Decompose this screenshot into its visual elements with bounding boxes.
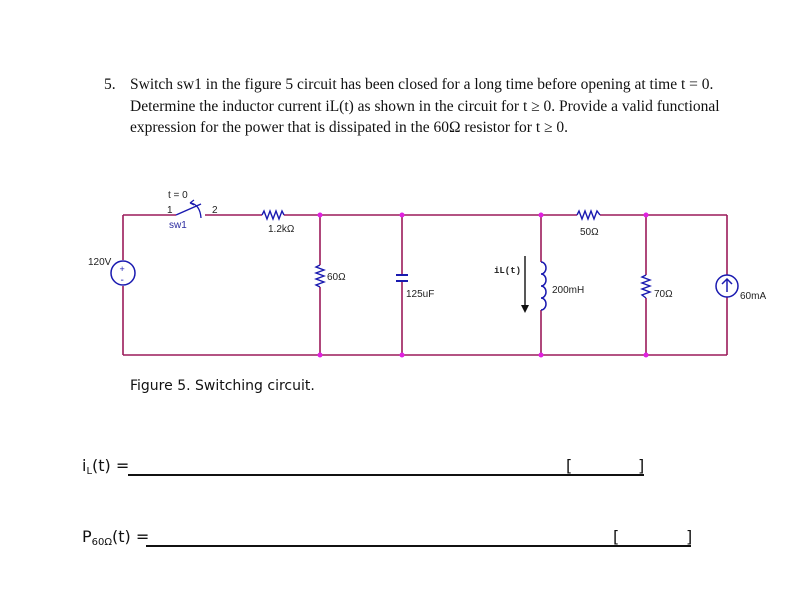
svg-text:t = 0: t = 0 [168, 190, 188, 201]
svg-text:2: 2 [212, 205, 218, 216]
inductor-200mh: 200mH [540, 261, 584, 311]
wires [122, 214, 728, 356]
svg-text:125uF: 125uF [406, 289, 434, 300]
svg-text:50Ω: 50Ω [580, 227, 599, 238]
problem-number: 5. [104, 76, 116, 93]
voltage-source-label: 120V [88, 257, 112, 268]
svg-text:-: - [121, 275, 124, 286]
resistor-60: 60Ω [314, 264, 346, 288]
switch-sw1: t = 0 1 2 sw1 [167, 190, 218, 231]
svg-text:+: + [120, 264, 125, 274]
svg-text:sw1: sw1 [169, 220, 187, 231]
svg-text:1.2kΩ: 1.2kΩ [268, 224, 295, 235]
answer-il-label: iL(t) = [82, 456, 130, 477]
svg-text:1: 1 [167, 205, 173, 216]
svg-text:200mH: 200mH [552, 285, 584, 296]
figure-caption: Figure 5. Switching circuit. [130, 378, 315, 394]
answer-p60-label: P60Ω(t) = [82, 527, 150, 548]
node-dots [317, 212, 649, 358]
current-source: 60mA [715, 274, 766, 302]
resistor-50: 50Ω [576, 209, 601, 238]
svg-text:60Ω: 60Ω [327, 272, 346, 283]
answer-il-units-input[interactable] [576, 456, 636, 476]
svg-text:iL(t): iL(t) [494, 266, 521, 276]
resistor-1-2k: 1.2kΩ [261, 209, 295, 235]
svg-text:60mA: 60mA [740, 291, 766, 302]
answer-il: iL(t) = [ ] [82, 456, 645, 477]
answer-p60-units-input[interactable] [624, 527, 684, 547]
inductor-current-arrow: iL(t) [494, 256, 529, 313]
answer-il-input[interactable] [128, 456, 644, 476]
capacitor-125uf: 125uF [396, 274, 434, 300]
svg-text:70Ω: 70Ω [654, 289, 673, 300]
answer-p60: P60Ω(t) = [ ] [82, 527, 693, 548]
resistor-70: 70Ω [640, 274, 673, 300]
answer-p60-input[interactable] [146, 527, 691, 547]
problem-text: Switch sw1 in the figure 5 circuit has b… [130, 76, 720, 136]
voltage-source: + - 120V [88, 257, 136, 286]
